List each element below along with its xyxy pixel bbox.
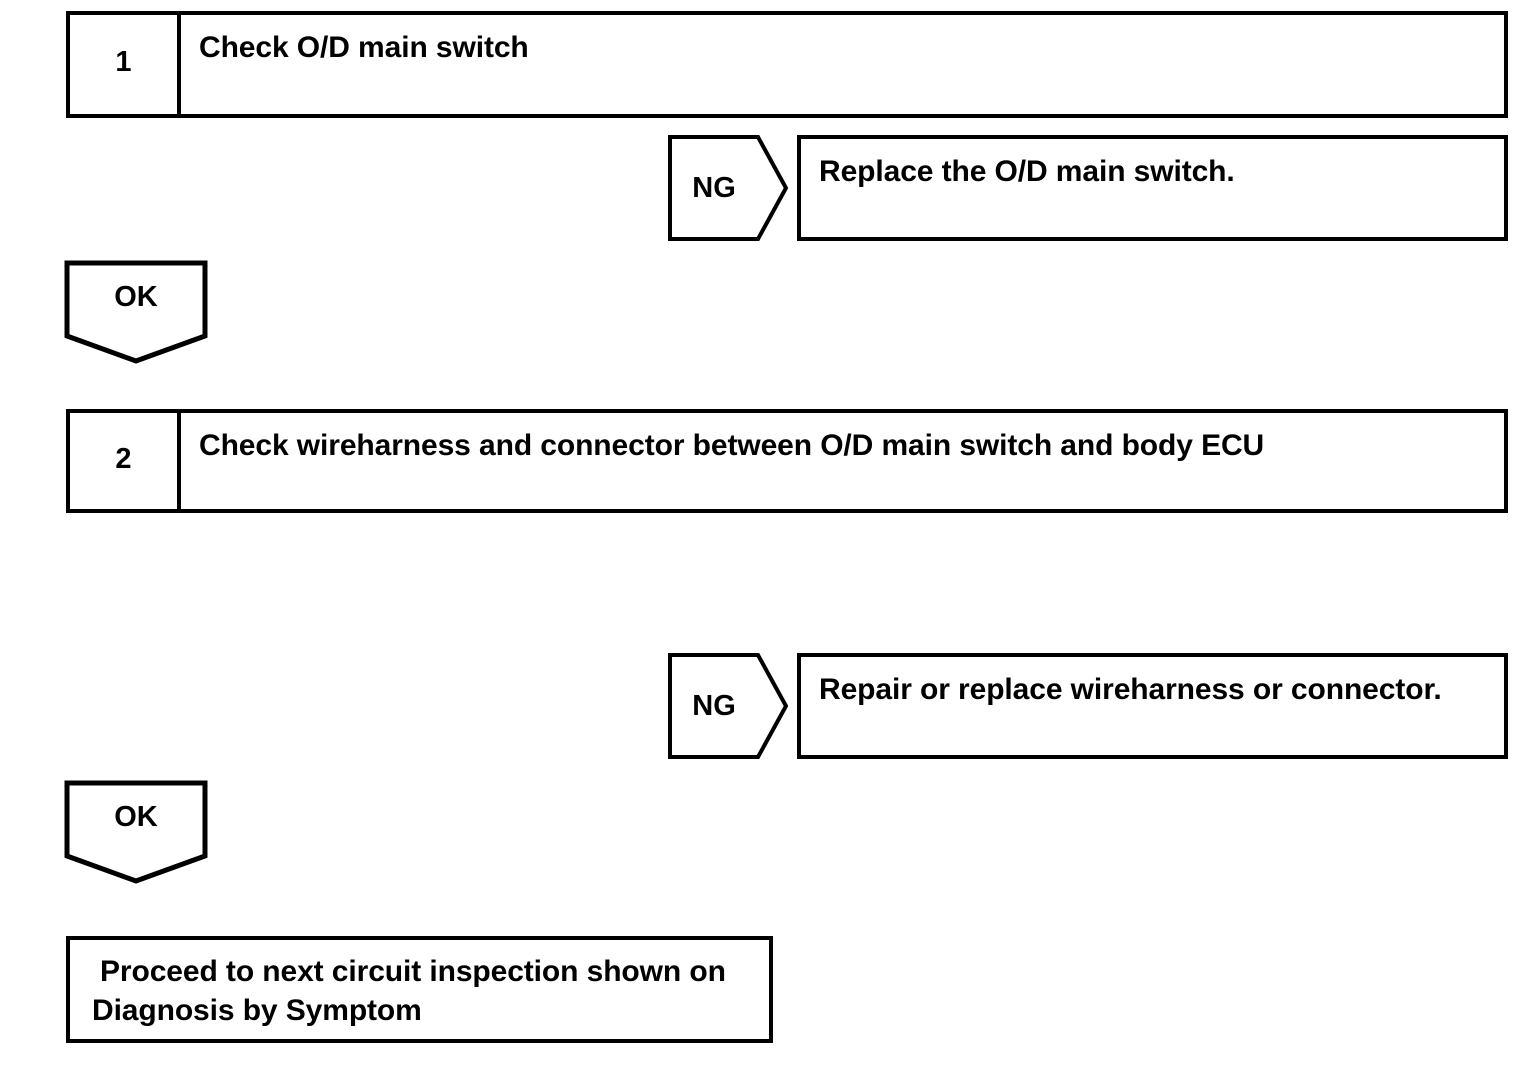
final-outcome-text: Proceed to next circuit inspection shown… xyxy=(70,940,769,1030)
final-outcome-line-2: Diagnosis by Symptom xyxy=(92,994,422,1027)
ng-result-box-1: Replace the O/D main switch. xyxy=(797,135,1508,241)
ok-arrow-shape-icon xyxy=(64,780,208,884)
ok-arrow-shape-icon xyxy=(64,260,208,364)
step-number-1: 1 xyxy=(70,15,181,114)
ng-arrow-tag-2: NG xyxy=(668,653,788,759)
ng-result-text-1: Replace the O/D main switch. xyxy=(819,155,1235,188)
step-number-2: 2 xyxy=(70,413,181,509)
ok-label-1: OK xyxy=(114,280,158,313)
ng-arrow-shape-icon xyxy=(668,653,788,759)
ng-label-1: NG xyxy=(692,171,736,204)
ng-arrow-tag-1: NG xyxy=(668,135,788,241)
step-text-1: Check O/D main switch xyxy=(199,31,529,64)
ng-result-text-2: Repair or replace wireharness or connect… xyxy=(819,673,1442,706)
final-outcome-box: Proceed to next circuit inspection shown… xyxy=(66,936,773,1043)
step-text-2: Check wireharness and connector between … xyxy=(199,429,1265,462)
ng-arrow-shape-icon xyxy=(668,135,788,241)
ok-label-2: OK xyxy=(114,800,158,833)
final-outcome-line-1: Proceed to next circuit inspection shown… xyxy=(100,955,726,988)
step-box-1: 1 Check O/D main switch xyxy=(66,11,1508,118)
ng-label-2: NG xyxy=(692,689,736,722)
ok-arrow-1: OK xyxy=(64,260,208,364)
step-box-2: 2 Check wireharness and connector betwee… xyxy=(66,409,1508,513)
ng-result-box-2: Repair or replace wireharness or connect… xyxy=(797,653,1508,759)
ok-arrow-2: OK xyxy=(64,780,208,884)
